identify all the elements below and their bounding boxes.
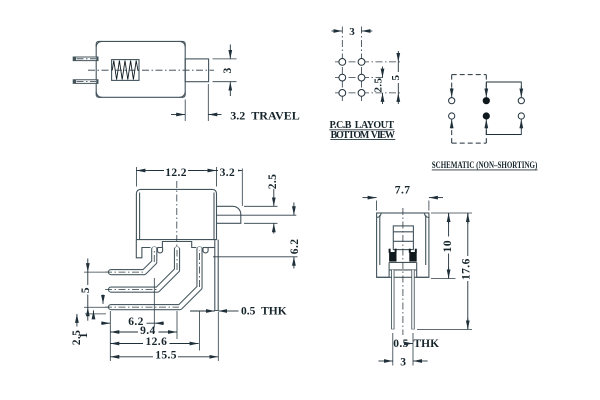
svg-text:6.2: 6.2 bbox=[289, 239, 301, 255]
svg-text:6.2: 6.2 bbox=[128, 316, 144, 328]
svg-text:3: 3 bbox=[349, 26, 355, 38]
svg-text:2.5: 2.5 bbox=[373, 77, 385, 92]
svg-text:BOTTOM VIEW: BOTTOM VIEW bbox=[331, 130, 396, 141]
svg-text:THK: THK bbox=[414, 338, 440, 350]
svg-text:3: 3 bbox=[222, 68, 234, 74]
svg-text:3: 3 bbox=[400, 356, 406, 368]
svg-text:SCHEMATIC (NON–SHORTING): SCHEMATIC (NON–SHORTING) bbox=[432, 160, 538, 171]
svg-text:5: 5 bbox=[80, 287, 92, 293]
svg-text:2.5: 2.5 bbox=[71, 330, 83, 346]
svg-text:12.6: 12.6 bbox=[146, 336, 168, 348]
svg-text:3.2 TRAVEL: 3.2 TRAVEL bbox=[230, 109, 299, 123]
svg-text:17.6: 17.6 bbox=[461, 258, 473, 280]
svg-text:0.5: 0.5 bbox=[393, 338, 409, 350]
svg-text:3.2: 3.2 bbox=[220, 167, 236, 179]
svg-text:7.7: 7.7 bbox=[395, 184, 411, 196]
svg-text:9.4: 9.4 bbox=[140, 325, 156, 337]
svg-text:5: 5 bbox=[390, 75, 402, 81]
svg-text:10: 10 bbox=[442, 240, 454, 253]
svg-text:0.5 THK: 0.5 THK bbox=[241, 305, 287, 317]
svg-text:15.5: 15.5 bbox=[155, 350, 177, 362]
svg-text:2.5: 2.5 bbox=[267, 174, 279, 190]
svg-text:P.C.B LAYOUT: P.C.B LAYOUT bbox=[330, 120, 395, 131]
svg-text:12.2: 12.2 bbox=[165, 167, 187, 179]
svg-text:1: 1 bbox=[78, 332, 90, 338]
